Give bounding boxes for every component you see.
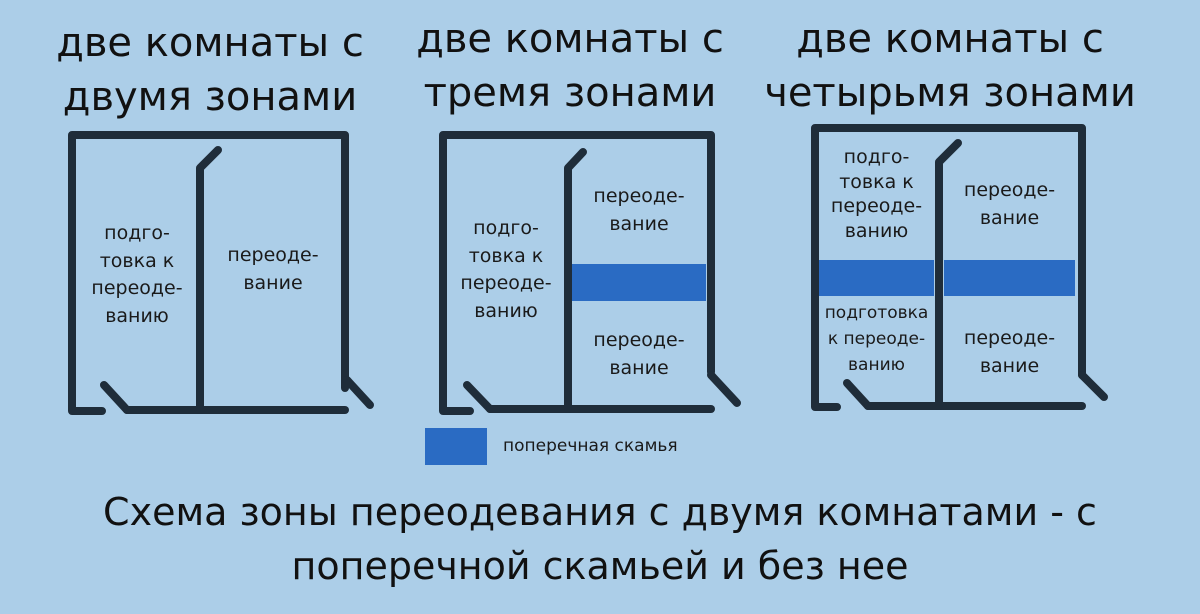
plan-3-outer-wall [811, 124, 1086, 411]
plan-3-zone-prep-bottom: подготовка к переоде- ванию [824, 303, 929, 375]
legend-label: поперечная скамья [503, 436, 678, 456]
plan-1-door-left [100, 381, 131, 414]
plan-2-partition [564, 148, 587, 413]
plan-3-partition [935, 139, 962, 410]
plan-1-partition [196, 146, 222, 414]
plan-2-zone-prep: подго- товка к переоде- ванию [460, 217, 552, 322]
plan-3-door-left [843, 379, 872, 410]
diagram-3-title: две комнаты с четырьмя зонами [755, 12, 1145, 120]
plan-3-bench-left [819, 260, 934, 296]
legend-swatch [425, 428, 487, 465]
plan-1-outer-wall [68, 131, 349, 415]
plan-3-door-right [1078, 371, 1108, 401]
caption: Схема зоны переодевания с двумя комнатам… [103, 490, 1097, 588]
diagram-2-title: две комнаты с тремя зонами [415, 12, 725, 120]
plan-2-door-right [707, 371, 741, 407]
diagram-3-title-line-1: две комнаты с [796, 16, 1104, 62]
plan-2-zone-changing-bottom: переоде- вание [593, 329, 685, 379]
plan-2-walls [439, 131, 741, 415]
plan-2-bench [572, 264, 706, 301]
diagram-3-title-line-2: четырьмя зонами [764, 70, 1136, 116]
plan-1-door-right [343, 376, 374, 409]
diagram-2-title-line-1: две комнаты с [416, 16, 724, 62]
plan-3-bench-right [944, 260, 1075, 296]
diagram-2-title-line-2: тремя зонами [423, 70, 717, 116]
plan-2-outer-wall [439, 131, 715, 415]
diagram-1-title: две комнаты с двумя зонами [55, 16, 365, 124]
plan-1-zone-changing: переоде- вание [227, 244, 319, 294]
diagram-1-title-line-2: двумя зонами [62, 74, 358, 120]
plan-3-walls [811, 124, 1108, 411]
plan-1-zone-prep: подго- товка к переоде- ванию [91, 222, 183, 327]
plan-3-zone-prep-top: подго- товка к переоде- ванию [830, 146, 923, 242]
plan-2-zone-changing-top: переоде- вание [593, 185, 685, 235]
plan-3-zone-changing-top: переоде- вание [963, 179, 1056, 229]
plan-1-walls [68, 131, 374, 415]
plan-3-zone-changing-bottom: переоде- вание [963, 327, 1056, 377]
diagram-1-title-line-1: две комнаты с [56, 20, 364, 66]
plan-2-door-left [463, 381, 494, 413]
